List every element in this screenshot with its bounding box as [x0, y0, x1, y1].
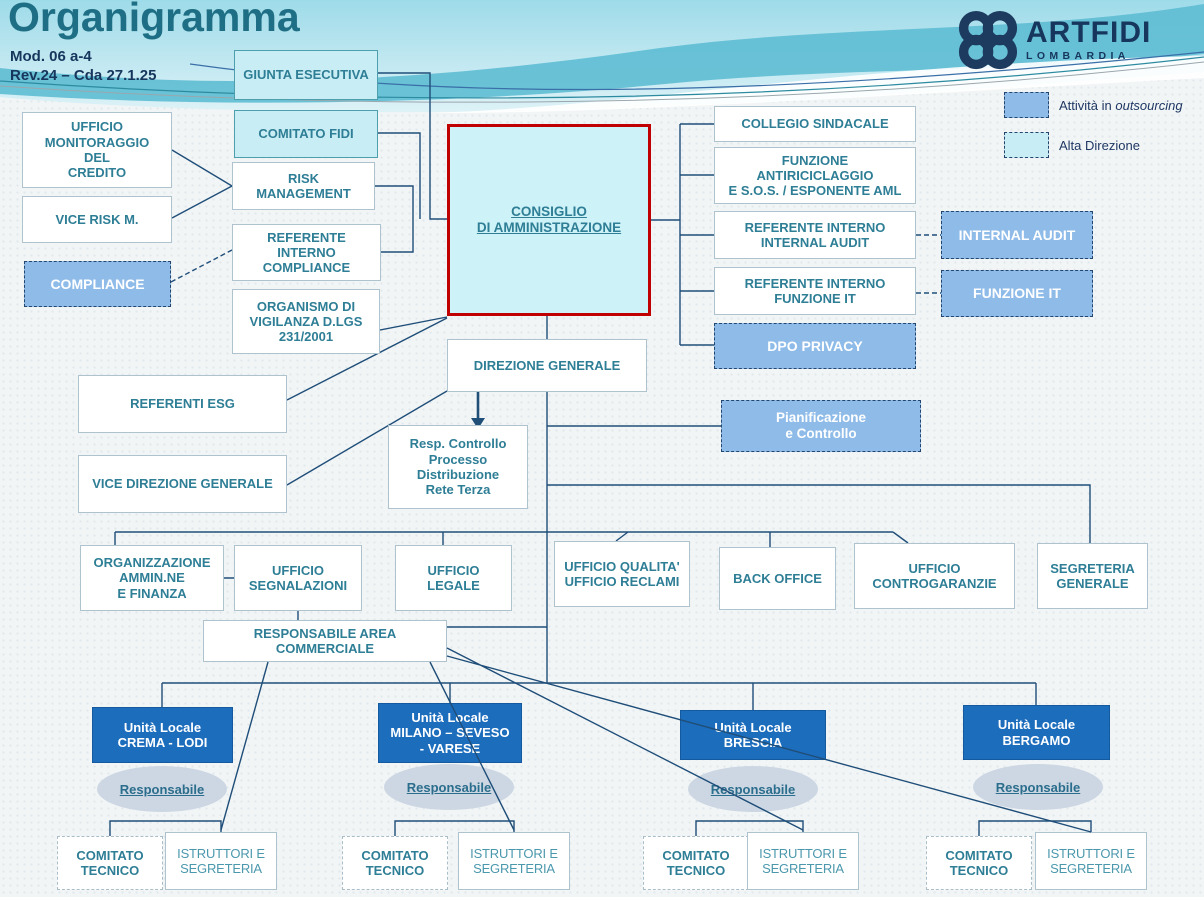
- box-organizzazione-ammin-finanza: ORGANIZZAZIONE AMMIN.NE E FINANZA: [80, 545, 224, 611]
- box-funzione-antiriciclaggio: FUNZIONE ANTIRICICLAGGIO E S.O.S. / ESPO…: [714, 147, 916, 204]
- logo-text: ARTFIDI LOMBARDIA: [1026, 16, 1152, 63]
- box-back-office: BACK OFFICE: [719, 547, 836, 610]
- logo-subtitle: LOMBARDIA: [1026, 50, 1130, 62]
- box-referenti-esg: REFERENTI ESG: [78, 375, 287, 433]
- box-referente-internal-audit: REFERENTE INTERNO INTERNAL AUDIT: [714, 211, 916, 259]
- ellipse-responsabile-crema: Responsabile: [97, 766, 227, 812]
- legend-outsourcing-label: Attività in outsourcing: [1059, 97, 1183, 113]
- box-comitato-fidi: COMITATO FIDI: [234, 110, 378, 158]
- box-segreteria-generale: SEGRETERIA GENERALE: [1037, 543, 1148, 609]
- box-vice-risk: VICE RISK M.: [22, 196, 172, 243]
- box-unita-locale-brescia: Unità Locale BRESCIA: [680, 710, 826, 760]
- box-comitato-tecnico-brescia: COMITATO TECNICO: [643, 836, 749, 890]
- box-comitato-tecnico-milano: COMITATO TECNICO: [342, 836, 448, 890]
- box-referente-funzione-it: REFERENTE INTERNO FUNZIONE IT: [714, 267, 916, 315]
- box-istruttori-segreteria-brescia: ISTRUTTORI E SEGRETERIA: [747, 832, 859, 890]
- box-dpo-privacy-outsourcing: DPO PRIVACY: [714, 323, 916, 369]
- box-comitato-tecnico-bergamo: COMITATO TECNICO: [926, 836, 1032, 890]
- box-unita-locale-crema-lodi: Unità Locale CREMA - LODI: [92, 707, 233, 763]
- box-unita-locale-milano-seveso-varese: Unità Locale MILANO – SEVESO - VARESE: [378, 703, 522, 763]
- box-unita-locale-bergamo: Unità Locale BERGAMO: [963, 705, 1110, 760]
- box-istruttori-segreteria-milano: ISTRUTTORI E SEGRETERIA: [458, 832, 570, 890]
- box-pianificazione-controllo-outsourcing: Pianificazione e Controllo: [721, 400, 921, 452]
- legend-outsourcing: Attività in outsourcing: [1004, 92, 1183, 118]
- box-ufficio-legale: UFFICIO LEGALE: [395, 545, 512, 611]
- box-comitato-tecnico-crema: COMITATO TECNICO: [57, 836, 163, 890]
- box-collegio-sindacale: COLLEGIO SINDACALE: [714, 106, 916, 142]
- legend-alta-direzione-swatch: [1004, 132, 1049, 158]
- box-compliance-outsourcing: COMPLIANCE: [24, 261, 171, 307]
- box-giunta-esecutiva: GIUNTA ESECUTIVA: [234, 50, 378, 100]
- document-revision-note: Mod. 06 a-4 Rev.24 – Cda 27.1.25: [10, 48, 157, 84]
- page-title: Organigramma: [8, 0, 300, 40]
- box-consiglio-amministrazione: CONSIGLIO DI AMMINISTRAZIONE: [447, 124, 651, 316]
- legend-alta-direzione-label: Alta Direzione: [1059, 137, 1140, 153]
- box-ufficio-qualita-reclami: UFFICIO QUALITA' UFFICIO RECLAMI: [554, 541, 690, 607]
- box-resp-controllo-rete-terza: Resp. Controllo Processo Distribuzione R…: [388, 425, 528, 509]
- box-risk-management: RISK MANAGEMENT: [232, 162, 375, 210]
- knot-logo-icon: [958, 10, 1018, 70]
- box-organismo-vigilanza: ORGANISMO DI VIGILANZA D.LGS 231/2001: [232, 289, 380, 354]
- box-ufficio-controgaranzie: UFFICIO CONTROGARANZIE: [854, 543, 1015, 609]
- company-logo: ARTFIDI LOMBARDIA: [958, 10, 1151, 70]
- box-vice-direzione-generale: VICE DIREZIONE GENERALE: [78, 455, 287, 513]
- ellipse-responsabile-bergamo: Responsabile: [973, 764, 1103, 810]
- box-ufficio-monitoraggio-credito: UFFICIO MONITORAGGIO DEL CREDITO: [22, 112, 172, 188]
- box-ufficio-segnalazioni: UFFICIO SEGNALAZIONI: [234, 545, 362, 611]
- ellipse-responsabile-brescia: Responsabile: [688, 766, 818, 812]
- box-internal-audit-outsourcing: INTERNAL AUDIT: [941, 211, 1093, 259]
- box-responsabile-area-commerciale: RESPONSABILE AREA COMMERCIALE: [203, 620, 447, 662]
- box-istruttori-segreteria-bergamo: ISTRUTTORI E SEGRETERIA: [1035, 832, 1147, 890]
- box-referente-interno-compliance: REFERENTE INTERNO COMPLIANCE: [232, 224, 381, 281]
- ellipse-responsabile-milano: Responsabile: [384, 764, 514, 810]
- legend-alta-direzione: Alta Direzione: [1004, 132, 1140, 158]
- legend-outsourcing-swatch: [1004, 92, 1049, 118]
- box-istruttori-segreteria-crema: ISTRUTTORI E SEGRETERIA: [165, 832, 277, 890]
- box-funzione-it-outsourcing: FUNZIONE IT: [941, 270, 1093, 317]
- box-direzione-generale: DIREZIONE GENERALE: [447, 339, 647, 392]
- logo-name: ARTFIDI: [1026, 16, 1152, 49]
